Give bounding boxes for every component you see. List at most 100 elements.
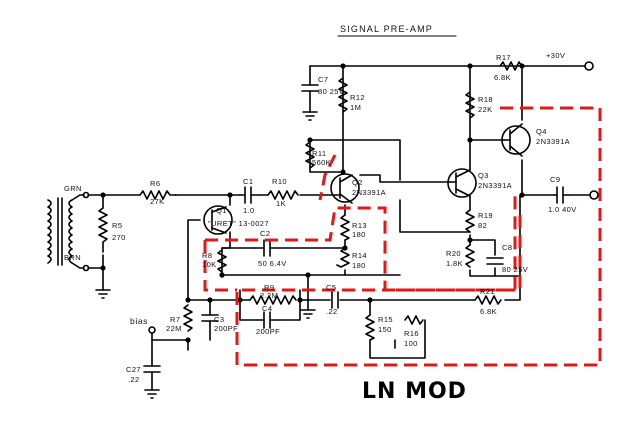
- r15-symbol: [365, 314, 375, 341]
- r15-value: 150: [378, 325, 392, 334]
- c5-value: .22: [326, 307, 338, 316]
- capacitors: [143, 77, 569, 381]
- r12-value: 1M: [350, 103, 361, 112]
- r9-ref: R9: [264, 283, 274, 292]
- output-terminal: [589, 190, 599, 200]
- q2-value: 2N3391A: [352, 188, 386, 197]
- c27-symbol: [143, 359, 161, 381]
- c27-value: .22: [128, 375, 140, 384]
- r12-ref: R12: [350, 93, 365, 102]
- r13-value: 180: [352, 230, 366, 239]
- c3-value: 200PF: [214, 324, 238, 333]
- c3-ref: C3: [214, 315, 224, 324]
- r21-ref: R21: [480, 287, 495, 296]
- r11-value: 560K: [312, 158, 331, 167]
- c7-ref: C7: [318, 75, 328, 84]
- q4-value: 2N3391A: [536, 137, 570, 146]
- r13-symbol: [340, 214, 350, 241]
- q2-ref: Q2: [352, 178, 363, 187]
- ground-c7: [302, 111, 318, 121]
- r7-ref: R7: [170, 315, 180, 324]
- r8-value: 10K: [202, 260, 217, 269]
- schematic-title: SIGNAL PRE-AMP: [340, 24, 433, 34]
- c1-value: 1.0: [243, 206, 255, 215]
- c9-ref: C9: [550, 175, 560, 184]
- r18-value: 22K: [478, 105, 493, 114]
- r10-value: 1K: [276, 199, 286, 208]
- r21-symbol: [474, 295, 502, 305]
- c7-value: 80 25V: [318, 87, 344, 96]
- r18-ref: R18: [478, 95, 493, 104]
- r11-ref: R11: [312, 149, 326, 158]
- mod-outline: [203, 106, 602, 367]
- c4-symbol: [257, 311, 281, 329]
- c9-symbol: [554, 186, 569, 204]
- r6-symbol: [139, 190, 177, 200]
- r18-symbol: [465, 91, 475, 119]
- c4-value: 200PF: [256, 327, 280, 336]
- q3-symbol: [447, 168, 477, 198]
- r20-symbol: [465, 244, 475, 268]
- q1-symbol: [203, 205, 233, 235]
- r14-ref: R14: [352, 251, 367, 260]
- r19-value: 82: [478, 221, 487, 230]
- c1-symbol: [244, 186, 261, 204]
- q4-ref: Q4: [536, 127, 547, 136]
- c3-symbol: [201, 314, 219, 326]
- c5-symbol: [331, 291, 339, 309]
- q3-value: 2N3391A: [478, 181, 512, 190]
- transistors: [203, 123, 531, 235]
- r19-ref: R19: [478, 211, 493, 220]
- q1-ref: Q1: [216, 206, 227, 215]
- r17-value: 6.8K: [494, 73, 511, 82]
- input-label-bottom: BRN: [64, 253, 81, 262]
- c8-value: 80 25V: [502, 265, 528, 274]
- r5-symbol: [98, 207, 108, 253]
- r5-value: 270: [112, 233, 126, 242]
- r17-symbol: [499, 61, 523, 71]
- r10-symbol: [267, 190, 299, 200]
- r8-ref: R8: [202, 251, 212, 260]
- r20-ref: R20: [446, 249, 461, 258]
- q3-ref: Q3: [478, 171, 489, 180]
- bias-label: bias: [130, 316, 148, 326]
- r6-value: 27K: [150, 197, 165, 206]
- r9-symbol: [249, 295, 297, 305]
- r8-symbol: [217, 249, 227, 273]
- r14-value: 180: [352, 261, 366, 270]
- r17-ref: R17: [496, 53, 511, 62]
- r21-value: 6.8K: [480, 307, 497, 316]
- c5-ref: C5: [326, 283, 336, 292]
- r12-symbol: [338, 77, 348, 113]
- ground-c27: [144, 389, 160, 399]
- c2-symbol: [254, 239, 279, 257]
- r20-value: 1.8K: [446, 259, 463, 268]
- q4-symbol: [501, 123, 531, 157]
- c9-value: 1.0 40V: [548, 205, 577, 214]
- supply-label: +30V: [546, 51, 565, 60]
- r11-symbol: [305, 141, 315, 169]
- c8-symbol: [486, 257, 504, 265]
- r6-ref: R6: [150, 179, 160, 188]
- r9-value: 2.2M: [260, 291, 278, 300]
- r7-symbol: [183, 304, 193, 332]
- resistors: [98, 61, 523, 341]
- c8-ref: C8: [502, 243, 512, 252]
- c2-value: 50 6.4V: [258, 259, 287, 268]
- input-label-top: GRN: [64, 184, 82, 193]
- r7-value: 22M: [166, 324, 182, 333]
- labels: GRN BRN bias +30V R6 27K R5 270 C1 1.0 R…: [64, 51, 577, 404]
- input-transformer: [47, 191, 90, 272]
- r16-value: 100: [404, 339, 418, 348]
- r14-symbol: [336, 247, 350, 268]
- c27-ref: C27: [126, 365, 141, 374]
- ground-r5: [95, 289, 111, 299]
- c4-ref: C4: [262, 304, 272, 313]
- mod-outline-inner: [205, 192, 517, 292]
- junction-dots: [100, 63, 525, 343]
- q1-value: "URET" 13-0027: [208, 219, 269, 228]
- r16-symbol: [404, 315, 424, 325]
- mod-outline-main: [235, 106, 602, 367]
